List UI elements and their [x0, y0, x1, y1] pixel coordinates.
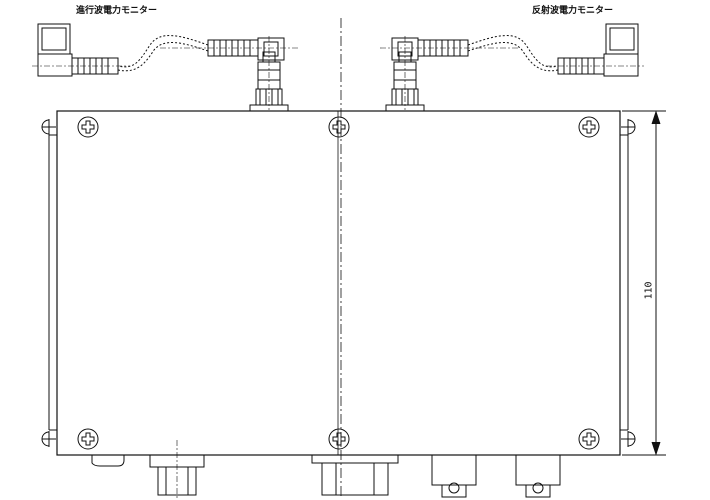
bottom-connector-n-type	[149, 440, 205, 498]
enclosure	[48, 110, 629, 456]
bottom-connector-bnc-left	[431, 454, 477, 498]
bottom-foot-left	[91, 455, 125, 467]
screw-bottom-right	[578, 428, 600, 450]
screw-bottom-middle	[328, 428, 350, 450]
height-dimension-value: 110	[643, 281, 655, 300]
screw-top-right	[578, 116, 600, 138]
screw-bottom-left	[77, 428, 99, 450]
reflected-cable-assembly	[380, 23, 644, 77]
forward-power-monitor-label: 進行波電力モニター	[76, 6, 158, 16]
reflected-top-connector	[385, 36, 425, 112]
forward-top-connector	[249, 36, 289, 112]
screw-top-left	[77, 116, 99, 138]
bottom-connector-bnc-right	[515, 454, 561, 498]
bottom-connector-center	[311, 454, 399, 496]
forward-cable-assembly	[32, 23, 300, 77]
reflected-power-monitor-label: 反射波電力モニター	[532, 6, 614, 16]
side-mount-holes	[41, 119, 636, 447]
screw-top-middle	[328, 116, 350, 138]
height-dimension-line	[622, 110, 666, 456]
